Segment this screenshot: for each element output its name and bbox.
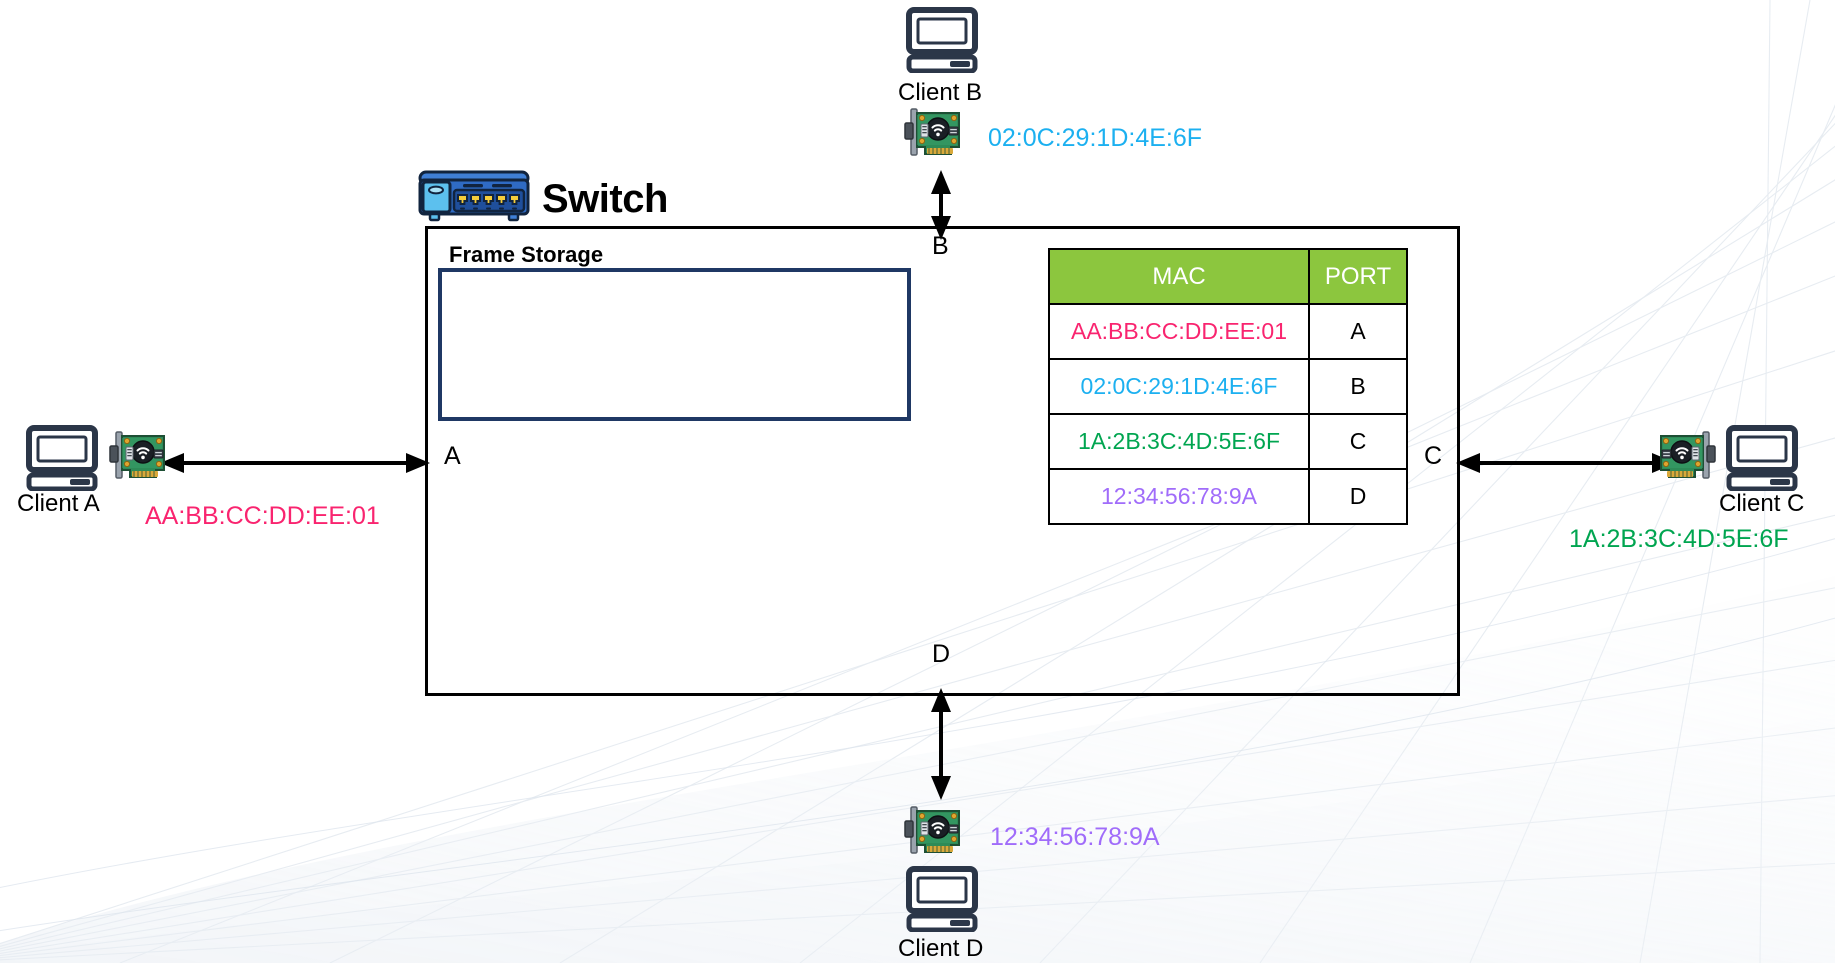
- client-mac-b: 02:0C:29:1D:4E:6F: [988, 124, 1203, 152]
- table-row: 02:0C:29:1D:4E:6F B: [1048, 358, 1408, 415]
- frame-storage-label: Frame Storage: [449, 242, 604, 267]
- link-arrow-port-a: [160, 453, 430, 473]
- switch-header: Switch: [414, 168, 668, 229]
- port-cell-row-0: A: [1308, 303, 1408, 360]
- desktop-computer-icon: [1726, 425, 1798, 496]
- network-interface-card-icon: [1655, 428, 1717, 495]
- network-switch-icon: [414, 168, 534, 229]
- mac-table-header-port: PORT: [1308, 248, 1408, 305]
- table-row: 1A:2B:3C:4D:5E:6F C: [1048, 413, 1408, 470]
- port-label-b: B: [932, 232, 949, 260]
- port-label-a: A: [444, 442, 461, 470]
- link-arrow-port-c: [1456, 453, 1676, 473]
- client-label-b: Client B: [898, 79, 983, 106]
- mac-table-header-row: MAC PORT: [1048, 248, 1408, 305]
- client-label-c: Client C: [1719, 490, 1805, 517]
- frame-storage-box: [438, 268, 911, 421]
- mac-table-header-mac: MAC: [1048, 248, 1310, 305]
- mac-cell-row-1: 02:0C:29:1D:4E:6F: [1048, 358, 1310, 415]
- mac-cell-row-0: AA:BB:CC:DD:EE:01: [1048, 303, 1310, 360]
- mac-address-table: MAC PORT AA:BB:CC:DD:EE:01 A 02:0C:29:1D…: [1048, 248, 1408, 525]
- port-cell-row-3: D: [1308, 468, 1408, 525]
- link-arrow-port-d: [931, 688, 951, 800]
- mac-cell-row-2: 1A:2B:3C:4D:5E:6F: [1048, 413, 1310, 470]
- table-row: 12:34:56:78:9A D: [1048, 468, 1408, 525]
- client-mac-d: 12:34:56:78:9A: [990, 823, 1160, 851]
- desktop-computer-icon: [906, 7, 978, 78]
- client-mac-a: AA:BB:CC:DD:EE:01: [145, 502, 380, 530]
- port-cell-row-2: C: [1308, 413, 1408, 470]
- network-interface-card-icon: [108, 428, 170, 495]
- link-arrow-port-b: [931, 170, 951, 240]
- switch-title: Switch: [542, 176, 668, 221]
- port-cell-row-1: B: [1308, 358, 1408, 415]
- desktop-computer-icon: [906, 866, 978, 937]
- client-label-a: Client A: [17, 490, 100, 517]
- mac-cell-row-3: 12:34:56:78:9A: [1048, 468, 1310, 525]
- port-label-d: D: [932, 640, 951, 668]
- network-interface-card-icon: [903, 803, 965, 870]
- port-label-c: C: [1424, 442, 1443, 470]
- table-row: AA:BB:CC:DD:EE:01 A: [1048, 303, 1408, 360]
- client-label-d: Client D: [898, 935, 984, 962]
- client-mac-c: 1A:2B:3C:4D:5E:6F: [1569, 525, 1789, 553]
- desktop-computer-icon: [26, 425, 98, 496]
- network-interface-card-icon: [903, 105, 965, 172]
